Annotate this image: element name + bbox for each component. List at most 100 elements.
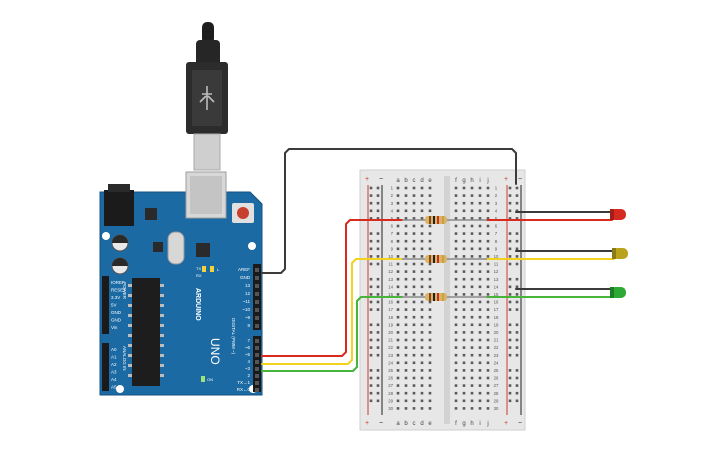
rail-hole[interactable]: [515, 232, 519, 235]
rail-hole[interactable]: [376, 399, 380, 403]
breadboard-hole[interactable]: [478, 209, 482, 213]
rail-hole[interactable]: [515, 194, 519, 197]
rail-hole[interactable]: [508, 277, 512, 281]
breadboard-hole[interactable]: [462, 407, 466, 410]
breadboard-hole[interactable]: [428, 277, 432, 281]
breadboard-hole[interactable]: [470, 399, 474, 403]
breadboard-hole[interactable]: [470, 346, 474, 349]
breadboard-hole[interactable]: [454, 338, 458, 342]
breadboard-hole[interactable]: [420, 361, 424, 365]
breadboard-hole[interactable]: [404, 407, 408, 410]
breadboard-hole[interactable]: [454, 255, 458, 258]
rail-hole[interactable]: [515, 338, 519, 342]
breadboard-hole[interactable]: [486, 217, 490, 220]
rail-hole[interactable]: [508, 300, 512, 304]
breadboard-hole[interactable]: [478, 384, 482, 387]
breadboard-hole[interactable]: [478, 270, 482, 273]
breadboard-hole[interactable]: [478, 194, 482, 197]
rail-hole[interactable]: [369, 247, 373, 251]
rail-hole[interactable]: [508, 346, 512, 349]
breadboard-hole[interactable]: [428, 186, 432, 190]
breadboard-hole[interactable]: [478, 346, 482, 349]
rail-hole[interactable]: [508, 247, 512, 251]
breadboard-hole[interactable]: [412, 255, 416, 258]
breadboard-hole[interactable]: [470, 247, 474, 251]
breadboard-hole[interactable]: [486, 300, 490, 304]
breadboard-hole[interactable]: [486, 293, 490, 296]
breadboard-hole[interactable]: [454, 361, 458, 365]
rail-hole[interactable]: [515, 255, 519, 258]
breadboard-hole[interactable]: [396, 293, 400, 296]
breadboard-hole[interactable]: [428, 369, 432, 372]
breadboard-hole[interactable]: [478, 338, 482, 342]
rail-hole[interactable]: [369, 201, 373, 205]
breadboard-hole[interactable]: [486, 277, 490, 281]
breadboard-hole[interactable]: [404, 300, 408, 304]
rail-hole[interactable]: [376, 277, 380, 281]
breadboard-hole[interactable]: [478, 262, 482, 266]
breadboard-hole[interactable]: [470, 315, 474, 319]
rail-hole[interactable]: [508, 239, 512, 243]
breadboard-hole[interactable]: [420, 323, 424, 327]
breadboard-hole[interactable]: [478, 399, 482, 403]
breadboard-hole[interactable]: [420, 201, 424, 205]
breadboard-hole[interactable]: [404, 239, 408, 243]
breadboard-hole[interactable]: [412, 247, 416, 251]
breadboard-hole[interactable]: [412, 308, 416, 311]
breadboard-hole[interactable]: [486, 376, 490, 380]
breadboard-hole[interactable]: [412, 217, 416, 220]
breadboard-hole[interactable]: [470, 293, 474, 296]
breadboard-hole[interactable]: [420, 277, 424, 281]
breadboard-hole[interactable]: [454, 346, 458, 349]
breadboard-hole[interactable]: [486, 384, 490, 387]
breadboard-hole[interactable]: [396, 308, 400, 311]
breadboard-hole[interactable]: [462, 277, 466, 281]
rail-hole[interactable]: [515, 186, 519, 190]
rail-hole[interactable]: [376, 391, 380, 395]
rail-hole[interactable]: [515, 262, 519, 266]
breadboard-hole[interactable]: [454, 277, 458, 281]
rail-hole[interactable]: [369, 239, 373, 243]
breadboard-hole[interactable]: [428, 285, 432, 289]
rail-hole[interactable]: [369, 353, 373, 357]
breadboard-hole[interactable]: [470, 194, 474, 197]
breadboard-hole[interactable]: [462, 300, 466, 304]
breadboard-hole[interactable]: [478, 293, 482, 296]
rail-hole[interactable]: [376, 262, 380, 266]
breadboard-hole[interactable]: [396, 217, 400, 220]
rail-hole[interactable]: [508, 217, 512, 220]
rail-hole[interactable]: [508, 323, 512, 327]
breadboard-hole[interactable]: [428, 361, 432, 365]
breadboard-hole[interactable]: [462, 346, 466, 349]
rail-hole[interactable]: [376, 369, 380, 372]
breadboard-hole[interactable]: [470, 239, 474, 243]
breadboard-hole[interactable]: [420, 262, 424, 266]
rail-hole[interactable]: [369, 186, 373, 190]
breadboard-hole[interactable]: [412, 361, 416, 365]
breadboard-hole[interactable]: [428, 384, 432, 387]
breadboard-hole[interactable]: [478, 239, 482, 243]
breadboard-hole[interactable]: [420, 224, 424, 228]
rail-hole[interactable]: [515, 247, 519, 251]
breadboard-hole[interactable]: [396, 255, 400, 258]
breadboard-hole[interactable]: [462, 384, 466, 387]
rail-hole[interactable]: [376, 353, 380, 357]
breadboard-hole[interactable]: [404, 353, 408, 357]
rail-hole[interactable]: [508, 376, 512, 380]
rail-hole[interactable]: [369, 262, 373, 266]
breadboard-hole[interactable]: [404, 285, 408, 289]
rail-hole[interactable]: [515, 239, 519, 243]
breadboard-hole[interactable]: [428, 391, 432, 395]
breadboard-hole[interactable]: [478, 331, 482, 334]
breadboard-hole[interactable]: [454, 224, 458, 228]
breadboard-hole[interactable]: [478, 232, 482, 235]
breadboard-hole[interactable]: [486, 361, 490, 365]
breadboard-hole[interactable]: [454, 384, 458, 387]
breadboard-hole[interactable]: [462, 331, 466, 334]
breadboard-hole[interactable]: [412, 376, 416, 380]
breadboard-hole[interactable]: [404, 255, 408, 258]
breadboard-hole[interactable]: [428, 353, 432, 357]
rail-hole[interactable]: [508, 209, 512, 213]
breadboard-hole[interactable]: [486, 255, 490, 258]
breadboard-hole[interactable]: [454, 407, 458, 410]
